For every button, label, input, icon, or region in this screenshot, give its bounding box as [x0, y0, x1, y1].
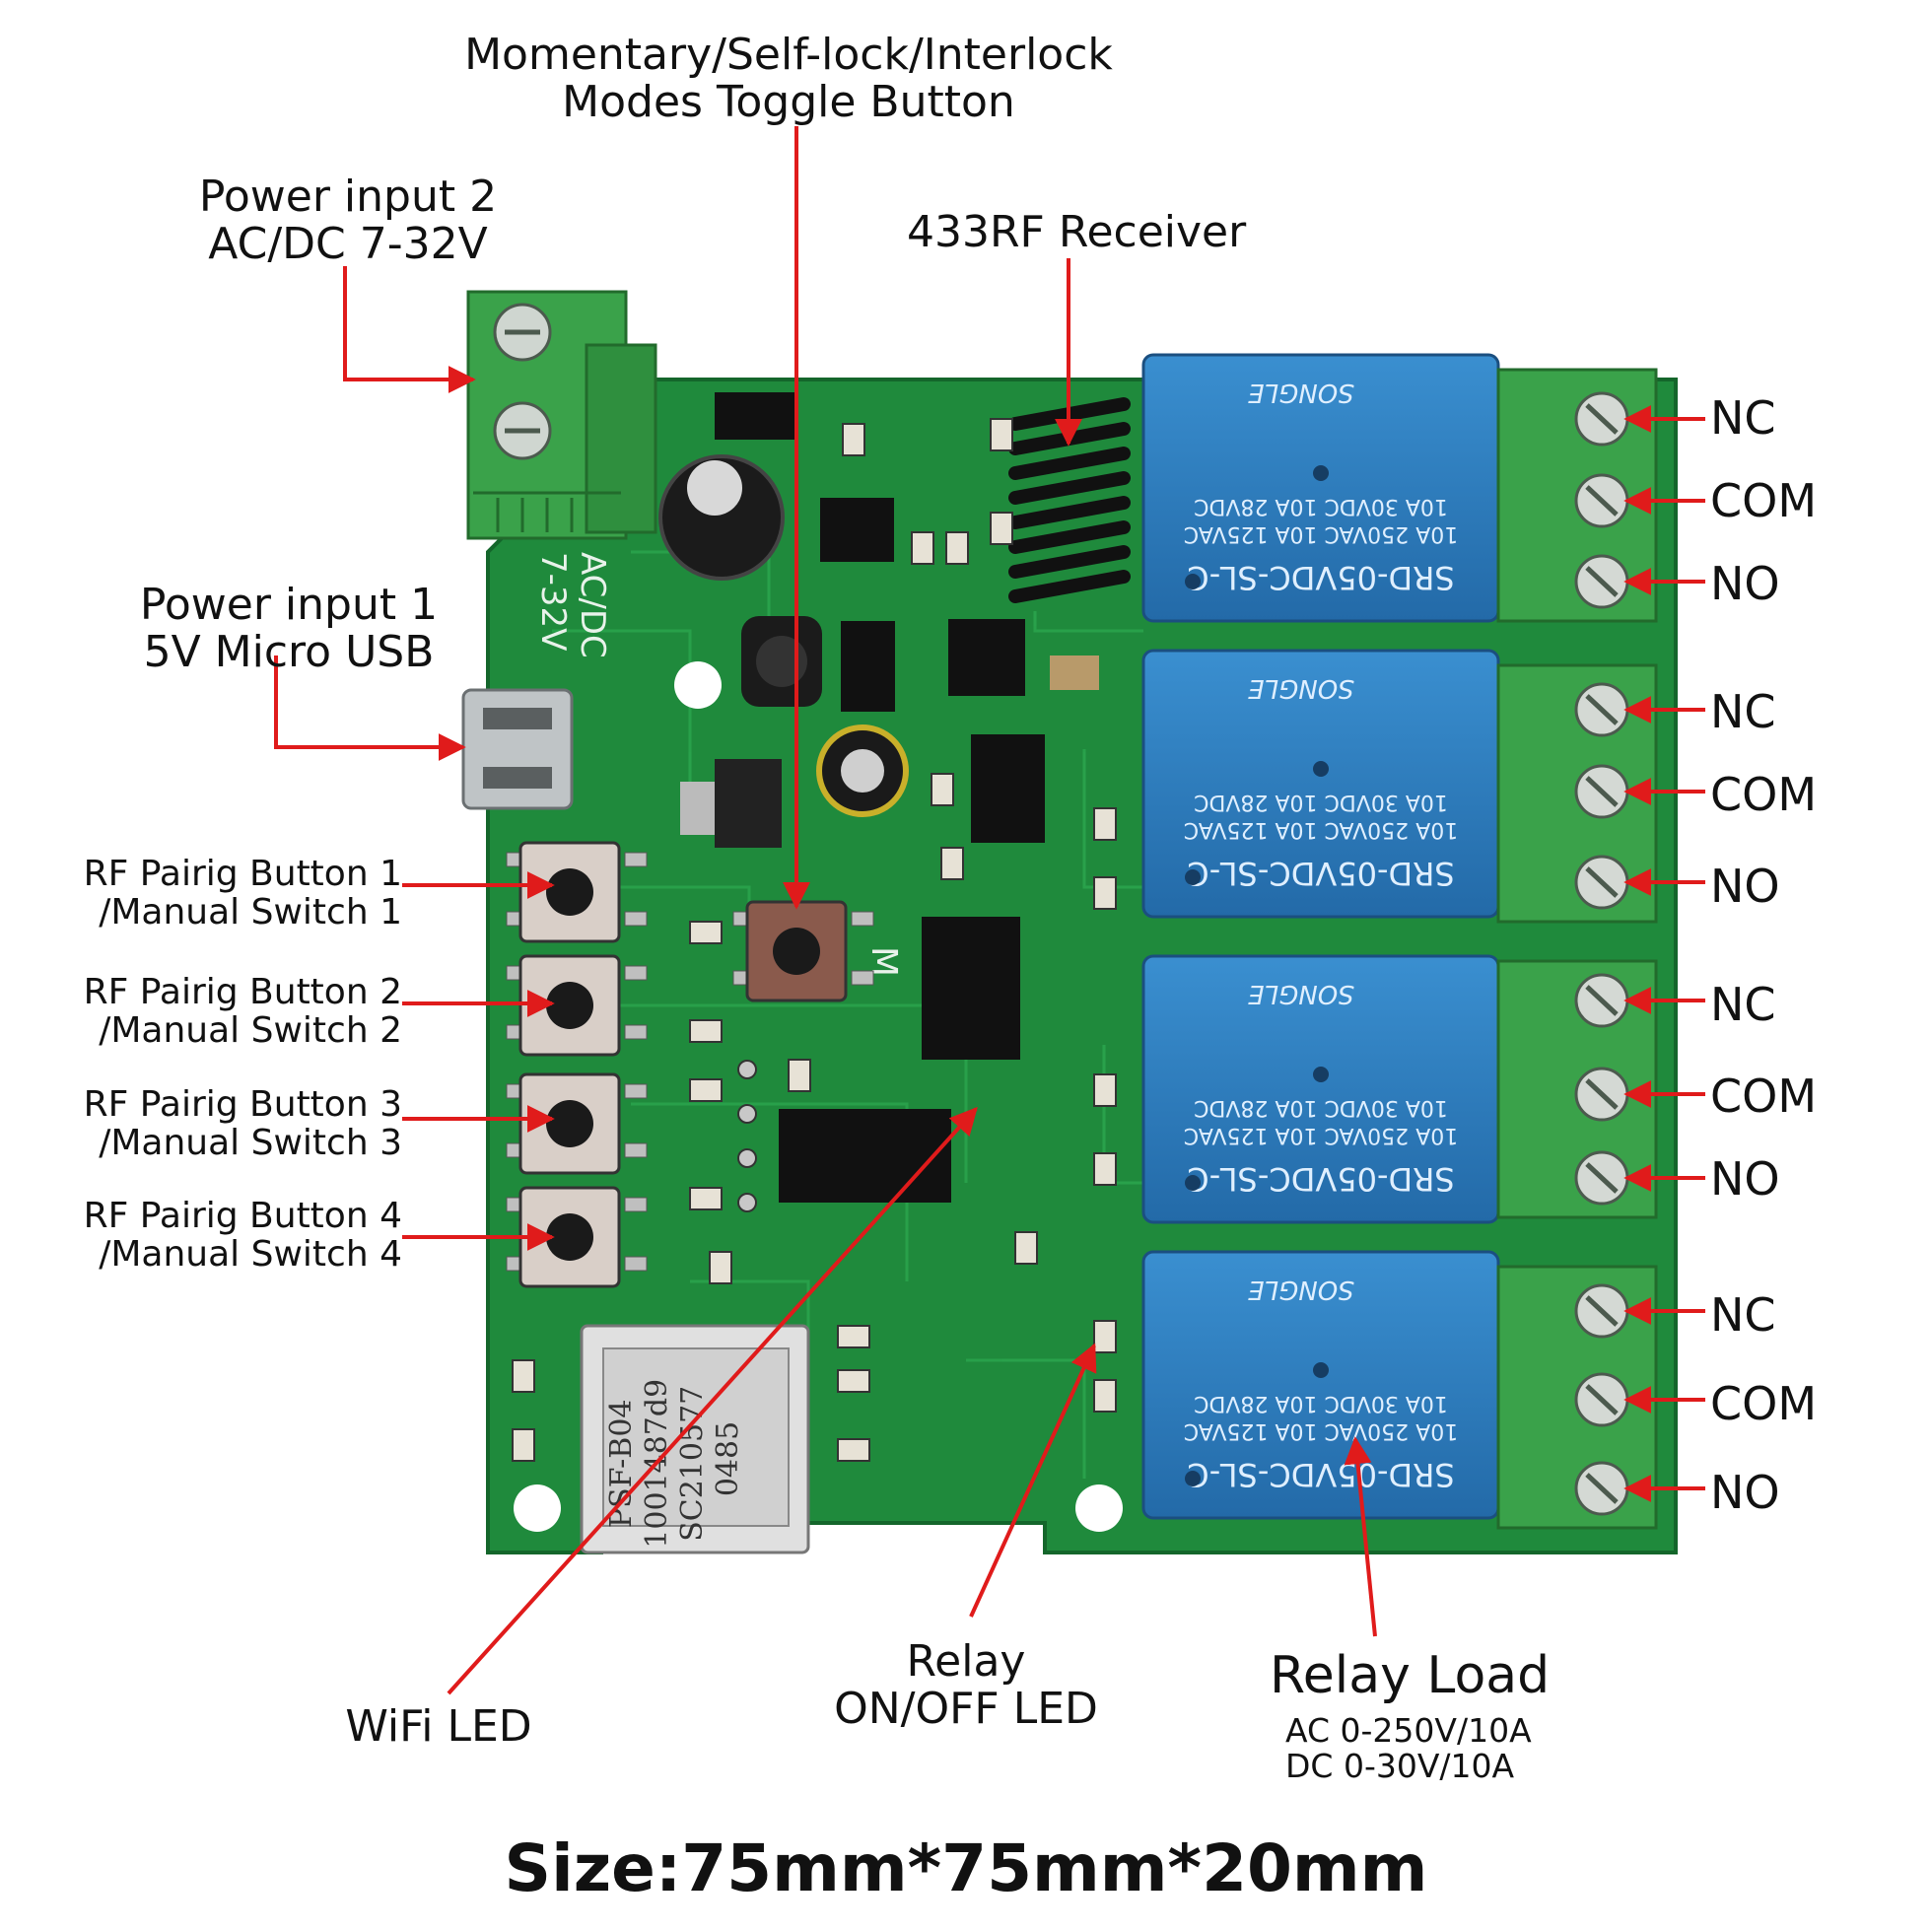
- callout-arrow: [1344, 1436, 1377, 1637]
- rf-receiver-label: 433RF Receiver: [907, 207, 1247, 257]
- power-input-1-label: Power input 1 5V Micro USB: [139, 580, 439, 677]
- relay: SRD-05VDC-SL-C 10A 250VAC 10A 125VAC 10A 3…: [1141, 954, 1500, 1224]
- relay-model-text: SRD-05VDC-SL-C: [1187, 855, 1454, 892]
- relay-brand-text: SONGLE: [1248, 673, 1354, 703]
- callout-arrow: [969, 1343, 1097, 1618]
- terminal-label-com: COM: [1710, 1070, 1818, 1123]
- rf-pairing-button: [506, 841, 648, 943]
- rf-pairing-button: [506, 1072, 648, 1175]
- mount-hole: [514, 1484, 561, 1532]
- relay-rating-text: 10A 250VAC 10A 125VAC: [1184, 1123, 1458, 1147]
- terminal-label-no: NO: [1710, 557, 1780, 610]
- relay-model-text: SRD-05VDC-SL-C: [1187, 559, 1454, 596]
- relay-brand-text: SONGLE: [1248, 979, 1354, 1008]
- toggle-button-label: Momentary/Self-lock/Interlock Modes Togg…: [464, 30, 1113, 127]
- callout-arrow: [343, 266, 476, 393]
- relay-brand-text: SONGLE: [1248, 1275, 1354, 1304]
- relay-rating-text: 10A 250VAC 10A 125VAC: [1184, 817, 1458, 842]
- callout-arrow: [274, 656, 466, 761]
- micro-usb-port: [461, 688, 574, 810]
- wifi-module-text: PSF-B04 1001487d9 SC210577 0485: [604, 1369, 745, 1548]
- ic-chip: [948, 619, 1025, 696]
- rf-button-1-label: RF Pairig Button 1 /Manual Switch 1: [83, 854, 402, 932]
- ic-chip: [922, 917, 1020, 1060]
- rf-pairing-button: [506, 954, 648, 1057]
- terminal-label-nc: NC: [1710, 978, 1776, 1031]
- wifi-led-label: WiFi LED: [345, 1701, 532, 1752]
- relay-model-text: SRD-05VDC-SL-C: [1187, 1456, 1454, 1493]
- rf-button-2-label: RF Pairig Button 2 /Manual Switch 2: [83, 972, 402, 1051]
- relay-brand-text: SONGLE: [1248, 378, 1354, 407]
- ic-chip: [971, 734, 1045, 843]
- regulator-chip: [715, 759, 782, 848]
- terminal-label-no: NO: [1710, 1152, 1780, 1206]
- mode-toggle-button: [732, 900, 874, 1002]
- silkscreen-power-label: AC/DC 7-32V: [533, 552, 612, 669]
- relay-rating-text: 10A 30VDC 10A 28VDC: [1194, 1391, 1448, 1415]
- rf-pairing-button: [506, 1186, 648, 1288]
- terminal-label-com: COM: [1710, 768, 1818, 821]
- relay-load-title: Relay Load: [1270, 1646, 1551, 1705]
- terminal-label-no: NO: [1710, 1466, 1780, 1519]
- relay-rating-text: 10A 30VDC 10A 28VDC: [1194, 494, 1448, 518]
- power-input-2-label: Power input 2 AC/DC 7-32V: [198, 172, 498, 269]
- terminal-label-com: COM: [1710, 1377, 1818, 1430]
- terminal-label-nc: NC: [1710, 685, 1776, 738]
- regulator-chip: [715, 392, 795, 440]
- rf-button-3-label: RF Pairig Button 3 /Manual Switch 3: [83, 1084, 402, 1163]
- terminal-label-no: NO: [1710, 860, 1780, 913]
- relay-load-label: Relay Load AC 0-250V/10A DC 0-30V/10A: [1270, 1648, 1550, 1783]
- relay-load-dc: DC 0-30V/10A: [1285, 1746, 1515, 1785]
- relay-rating-text: 10A 30VDC 10A 28VDC: [1194, 1095, 1448, 1120]
- relay: SRD-05VDC-SL-C 10A 250VAC 10A 125VAC 10A 3…: [1141, 353, 1500, 623]
- terminal-label-com: COM: [1710, 474, 1818, 527]
- terminal-label-nc: NC: [1710, 391, 1776, 445]
- size-caption: Size:75mm*75mm*20mm: [504, 1830, 1428, 1906]
- rf-button-4-label: RF Pairig Button 4 /Manual Switch 4: [83, 1196, 402, 1275]
- power-terminal-block: [466, 290, 657, 540]
- relay-load-ac: AC 0-250V/10A: [1285, 1711, 1532, 1751]
- relay-led-label: Relay ON/OFF LED: [834, 1636, 1098, 1734]
- mount-hole: [674, 661, 722, 709]
- relay-rating-text: 10A 250VAC 10A 125VAC: [1184, 1418, 1458, 1443]
- relay-rating-text: 10A 30VDC 10A 28VDC: [1194, 790, 1448, 814]
- relay-rating-text: 10A 250VAC 10A 125VAC: [1184, 521, 1458, 546]
- relay: SRD-05VDC-SL-C 10A 250VAC 10A 125VAC 10A 3…: [1141, 1250, 1500, 1520]
- callout-arrow: [447, 1106, 978, 1695]
- mount-hole: [1075, 1484, 1123, 1532]
- ic-chip: [779, 1109, 951, 1203]
- crystal: [1050, 656, 1099, 690]
- relay: SRD-05VDC-SL-C 10A 250VAC 10A 125VAC 10A 3…: [1141, 649, 1500, 919]
- ic-chip: [820, 498, 894, 562]
- wifi-module: [580, 1324, 810, 1554]
- ic-chip: [841, 621, 895, 712]
- terminal-label-nc: NC: [1710, 1288, 1776, 1342]
- relay-model-text: SRD-05VDC-SL-C: [1187, 1160, 1454, 1198]
